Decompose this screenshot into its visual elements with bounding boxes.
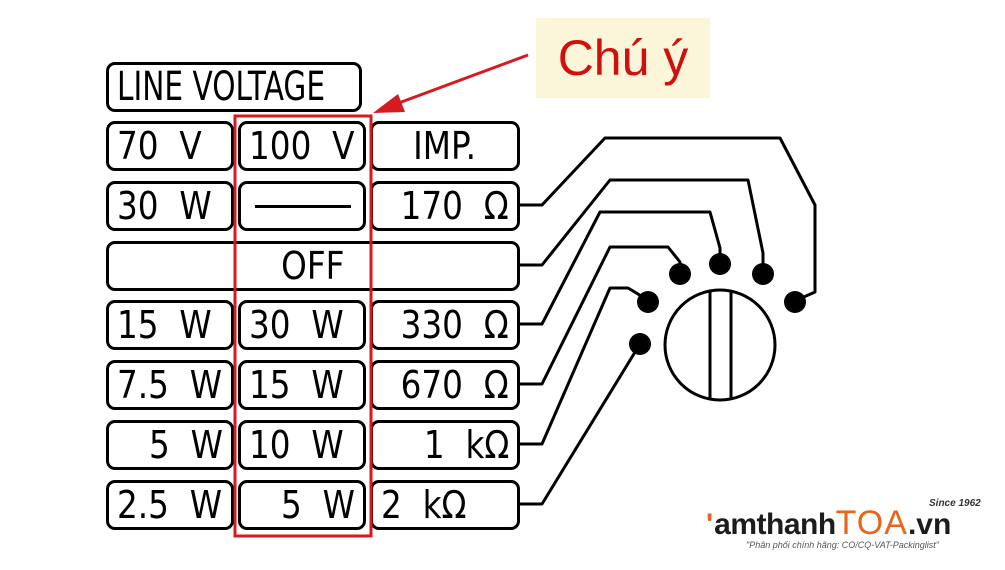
header-impedance-text: IMP. [413, 124, 477, 168]
logo-mark: ' [706, 508, 714, 541]
wire-330 [520, 210, 722, 326]
header-impedance: IMP. [370, 121, 520, 171]
header-70v: 70 V [106, 121, 234, 171]
switch-terminals [629, 253, 806, 355]
row4-imp-cell: 670 Ω [370, 360, 520, 410]
row4-imp-text: 670 Ω [400, 363, 509, 407]
header-100v: 100 V [238, 121, 366, 171]
row4-70v-text: 7.5 W [117, 363, 223, 407]
wire-2k [520, 343, 642, 506]
wire-off [520, 178, 765, 270]
brand-since: Since 1962 [929, 498, 981, 509]
header-70v-text: 70 V [117, 124, 202, 168]
row3-imp-text: 330 Ω [400, 303, 509, 347]
row1-imp-cell: 170 Ω [370, 181, 520, 231]
note-arrow [373, 53, 529, 113]
row3-100v-cell: 30 W [238, 300, 366, 350]
terminal-dot [784, 291, 806, 313]
row5-imp-text: 1 kΩ [423, 423, 509, 467]
logo-part3: .vn [907, 508, 952, 541]
row4-70v-cell: 7.5 W [106, 360, 234, 410]
row5-100v-text: 10 W [249, 423, 344, 467]
row5-70v-cell: 5 W [106, 420, 234, 470]
row5-100v-cell: 10 W [238, 420, 366, 470]
row1-70v-text: 30 W [117, 184, 212, 228]
row1-100v-cell [238, 181, 366, 231]
row4-100v-cell: 15 W [238, 360, 366, 410]
row6-100v-cell: 5 W [238, 480, 366, 530]
row3-100v-text: 30 W [249, 303, 344, 347]
row3-70v-text: 15 W [117, 303, 212, 347]
row6-70v-cell: 2.5 W [106, 480, 234, 530]
terminal-dot [709, 253, 731, 275]
logo-part1: amthanh [714, 508, 836, 541]
wire-670 [520, 245, 682, 386]
terminal-dot [669, 263, 691, 285]
row5-imp-cell: 1 kΩ [370, 420, 520, 470]
logo-part2: TOA [835, 504, 908, 542]
note-label: Chú ý [536, 18, 710, 98]
terminal-dot [752, 263, 774, 285]
brand-watermark: ' amthanh TOA .vn Since 1962 "Phân phối … [706, 498, 996, 560]
row5-70v-text: 5 W [149, 423, 223, 467]
highlight-100v-column [233, 114, 373, 538]
terminal-dot [637, 291, 659, 313]
row1-imp-text: 170 Ω [400, 184, 509, 228]
row6-70v-text: 2.5 W [117, 483, 223, 527]
brand-logo: ' amthanh TOA .vn [706, 504, 951, 543]
off-text: OFF [281, 244, 345, 288]
not-available-dash [255, 205, 351, 208]
row6-imp-text: 2 kΩ [381, 483, 467, 527]
wire-170 [520, 136, 817, 302]
header-100v-text: 100 V [249, 124, 355, 168]
line-voltage-title: LINE VOLTAGE [106, 62, 362, 112]
row3-70v-cell: 15 W [106, 300, 234, 350]
row3-imp-cell: 330 Ω [370, 300, 520, 350]
rotary-switch-icon [663, 288, 777, 402]
row4-100v-text: 15 W [249, 363, 344, 407]
terminal-dot [629, 333, 651, 355]
brand-tagline: "Phân phối chính hãng: CO/CQ-VAT-Packing… [746, 540, 939, 550]
row1-70v-cell: 30 W [106, 181, 234, 231]
off-row-cell: OFF [106, 241, 520, 291]
row6-100v-text: 5 W [281, 483, 355, 527]
line-voltage-title-text: LINE VOLTAGE [117, 64, 326, 110]
wire-1k [520, 286, 649, 446]
note-text: Chú ý [557, 30, 689, 86]
